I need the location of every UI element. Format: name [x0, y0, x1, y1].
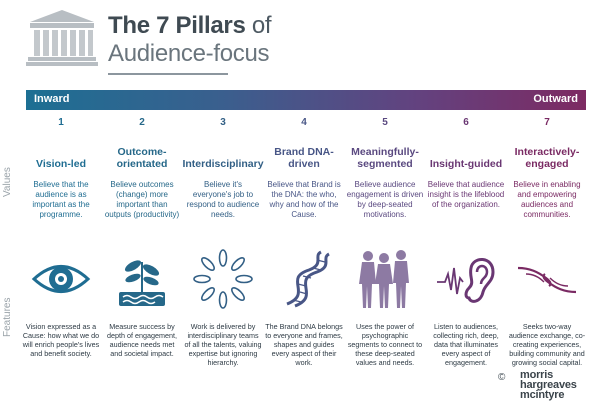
title-divider [108, 73, 228, 75]
pillar-value: Believe it's everyone's job to respond t… [186, 180, 260, 219]
pillar-name: Brand DNA-driven [274, 146, 334, 170]
pillar-feature: Seeks two-way audience exchange, co-crea… [508, 322, 586, 367]
dna-icon [286, 250, 330, 308]
pillar-feature: Listen to audiences, collecting rich, de… [433, 322, 499, 367]
pillar-column-6: 6 Insight-guided Believe that audience i… [427, 116, 505, 367]
pillar-value: Believe outcomes (change) more important… [104, 180, 180, 219]
pillar-number: 7 [544, 117, 550, 128]
outward-label: Outward [533, 93, 578, 105]
pillar-value: Believe in enabling and empowering audie… [513, 180, 581, 219]
features-row-label: Features [2, 297, 13, 337]
pillar-name: Vision-led [36, 158, 86, 170]
pillar-name: Interactively-engaged [514, 146, 580, 170]
pillar-value: Believe that the audience is as importan… [32, 180, 90, 219]
pillar-value: Believe that audience insight is the lif… [427, 180, 505, 209]
leaf-circle-icon [193, 249, 253, 309]
pillar-column-1: 1 Vision-led Believe that the audience i… [22, 116, 100, 358]
pillar-number: 6 [463, 117, 469, 128]
inward-label: Inward [34, 93, 70, 105]
pillar-name: Interdisciplinary [182, 158, 264, 170]
pillar-number: 4 [301, 117, 307, 128]
pillars-logo-icon [26, 10, 98, 66]
pillar-name: Meaningfully-segmented [351, 146, 419, 170]
pillar-value: Believe that Brand is the DNA: the who, … [267, 180, 341, 219]
copyright-symbol: © [498, 372, 506, 383]
hands-icon [517, 266, 577, 294]
pillar-name: Insight-guided [429, 158, 503, 170]
brand-line: hargreaves [520, 379, 577, 391]
pillar-value: Believe audience engagement is driven by… [346, 180, 424, 219]
pillar-number: 3 [220, 117, 226, 128]
direction-gradient-bar [26, 90, 586, 110]
pillar-number: 1 [58, 117, 64, 128]
values-row-label: Values [2, 167, 13, 197]
pillar-column-4: 4 Brand DNA-driven Believe that Brand is… [265, 116, 343, 367]
pillar-feature: Measure success by depth of engagement, … [107, 322, 177, 358]
pillar-feature: The Brand DNA belongs to everyone and fr… [265, 322, 343, 367]
pillar-number: 2 [139, 117, 145, 128]
brand-line: mcintyre [520, 389, 565, 401]
pillar-column-5: 5 Meaningfully-segmented Believe audienc… [346, 116, 424, 367]
pillar-feature: Vision expressed as a Cause: how what we… [22, 322, 100, 358]
pillar-column-2: 2 Outcome-orientated Believe outcomes (c… [103, 116, 181, 358]
pillar-feature: Work is delivered by interdisciplinary t… [184, 322, 262, 367]
eye-icon [31, 265, 91, 293]
brand-logo: morris hargreaves mcintyre [520, 370, 592, 406]
people-icon [359, 250, 409, 308]
pillar-number: 5 [382, 117, 388, 128]
pillar-name: Outcome-orientated [116, 146, 168, 170]
plant-icon [119, 260, 165, 306]
page-subtitle: Audience-focus [108, 40, 270, 67]
pillar-column-3: 3 Interdisciplinary Believe it's everyon… [182, 116, 264, 367]
pillar-column-7: 7 Interactively-engaged Believe in enabl… [508, 116, 586, 367]
pillar-feature: Uses the power of psychographic segments… [347, 322, 423, 367]
ear-icon [437, 258, 495, 303]
brand-line: morris [520, 369, 554, 381]
page-title: The 7 Pillars of [108, 12, 272, 39]
